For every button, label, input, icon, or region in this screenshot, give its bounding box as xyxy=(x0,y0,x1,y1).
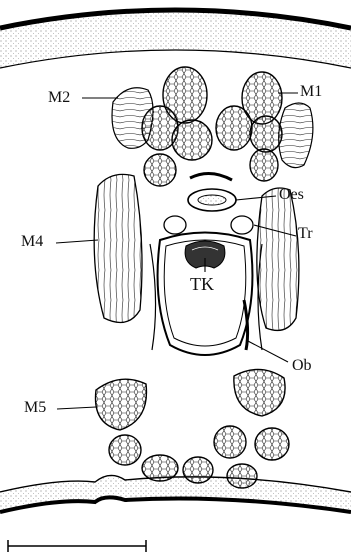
oesophagus xyxy=(188,173,236,211)
scale-bar xyxy=(8,540,146,552)
leader-m4 xyxy=(56,240,98,243)
label-oes: Oes xyxy=(279,187,304,203)
leader-m5 xyxy=(57,407,96,409)
muscle-m5-bundles xyxy=(96,369,290,488)
leader-ob xyxy=(246,340,288,362)
dorsal-muscle-bundles xyxy=(142,67,282,186)
label-m2: M2 xyxy=(48,90,70,106)
label-m4: M4 xyxy=(21,234,43,250)
dorsal-body-wall xyxy=(0,10,351,68)
muscle-m4-right xyxy=(257,188,299,330)
label-tk: TK xyxy=(190,275,214,293)
label-tr: Tr xyxy=(298,226,313,242)
trachea xyxy=(164,216,253,234)
label-m5: M5 xyxy=(24,400,46,416)
label-ob: Ob xyxy=(292,358,312,374)
ventral-body-wall xyxy=(0,475,351,512)
label-m1: M1 xyxy=(300,84,322,100)
muscle-m1 xyxy=(279,103,313,168)
muscle-m4-left xyxy=(94,174,142,322)
